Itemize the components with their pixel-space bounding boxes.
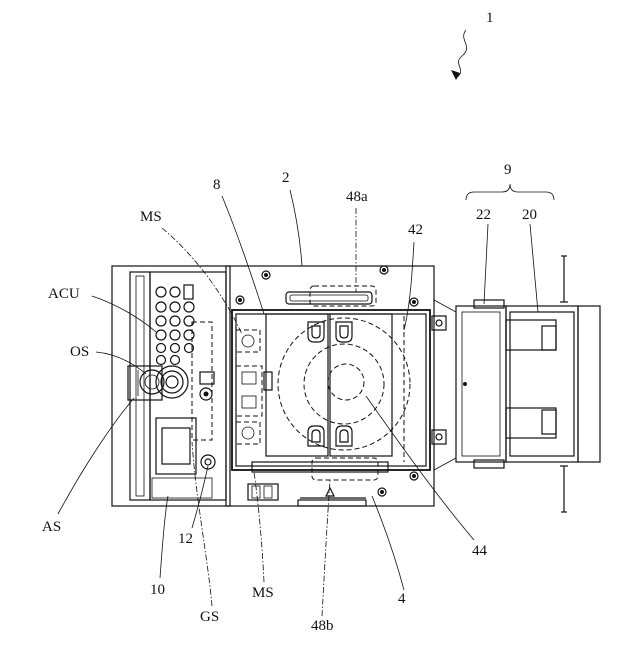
right-module xyxy=(456,256,600,512)
label-os: OS xyxy=(70,344,89,360)
label-ref-2: 2 xyxy=(282,170,290,186)
os-knob xyxy=(128,366,188,400)
label-ms-bottom: MS xyxy=(252,585,274,601)
label-ref-48b: 48b xyxy=(311,618,334,634)
label-ref-9: 9 xyxy=(504,162,512,178)
ms-sensor-blocks xyxy=(236,330,272,444)
label-as: AS xyxy=(42,519,61,535)
label-ref-12: 12 xyxy=(178,531,193,547)
leader-lines xyxy=(58,30,554,616)
label-ref-48a: 48a xyxy=(346,189,368,205)
acu-switch-grid xyxy=(156,285,194,365)
label-ref-1: 1 xyxy=(486,10,494,26)
label-ref-44: 44 xyxy=(472,543,488,559)
label-ms-top: MS xyxy=(140,209,162,225)
label-ref-4: 4 xyxy=(398,591,406,607)
display-screen xyxy=(156,418,196,474)
label-ref-20: 20 xyxy=(522,207,537,223)
label-ref-8: 8 xyxy=(213,177,221,193)
label-acu: ACU xyxy=(48,286,80,302)
label-ref-10: 10 xyxy=(150,582,165,598)
label-ref-42: 42 xyxy=(408,222,423,238)
label-gs: GS xyxy=(200,609,219,625)
control-panel xyxy=(112,266,230,506)
label-ref-22: 22 xyxy=(476,207,491,223)
